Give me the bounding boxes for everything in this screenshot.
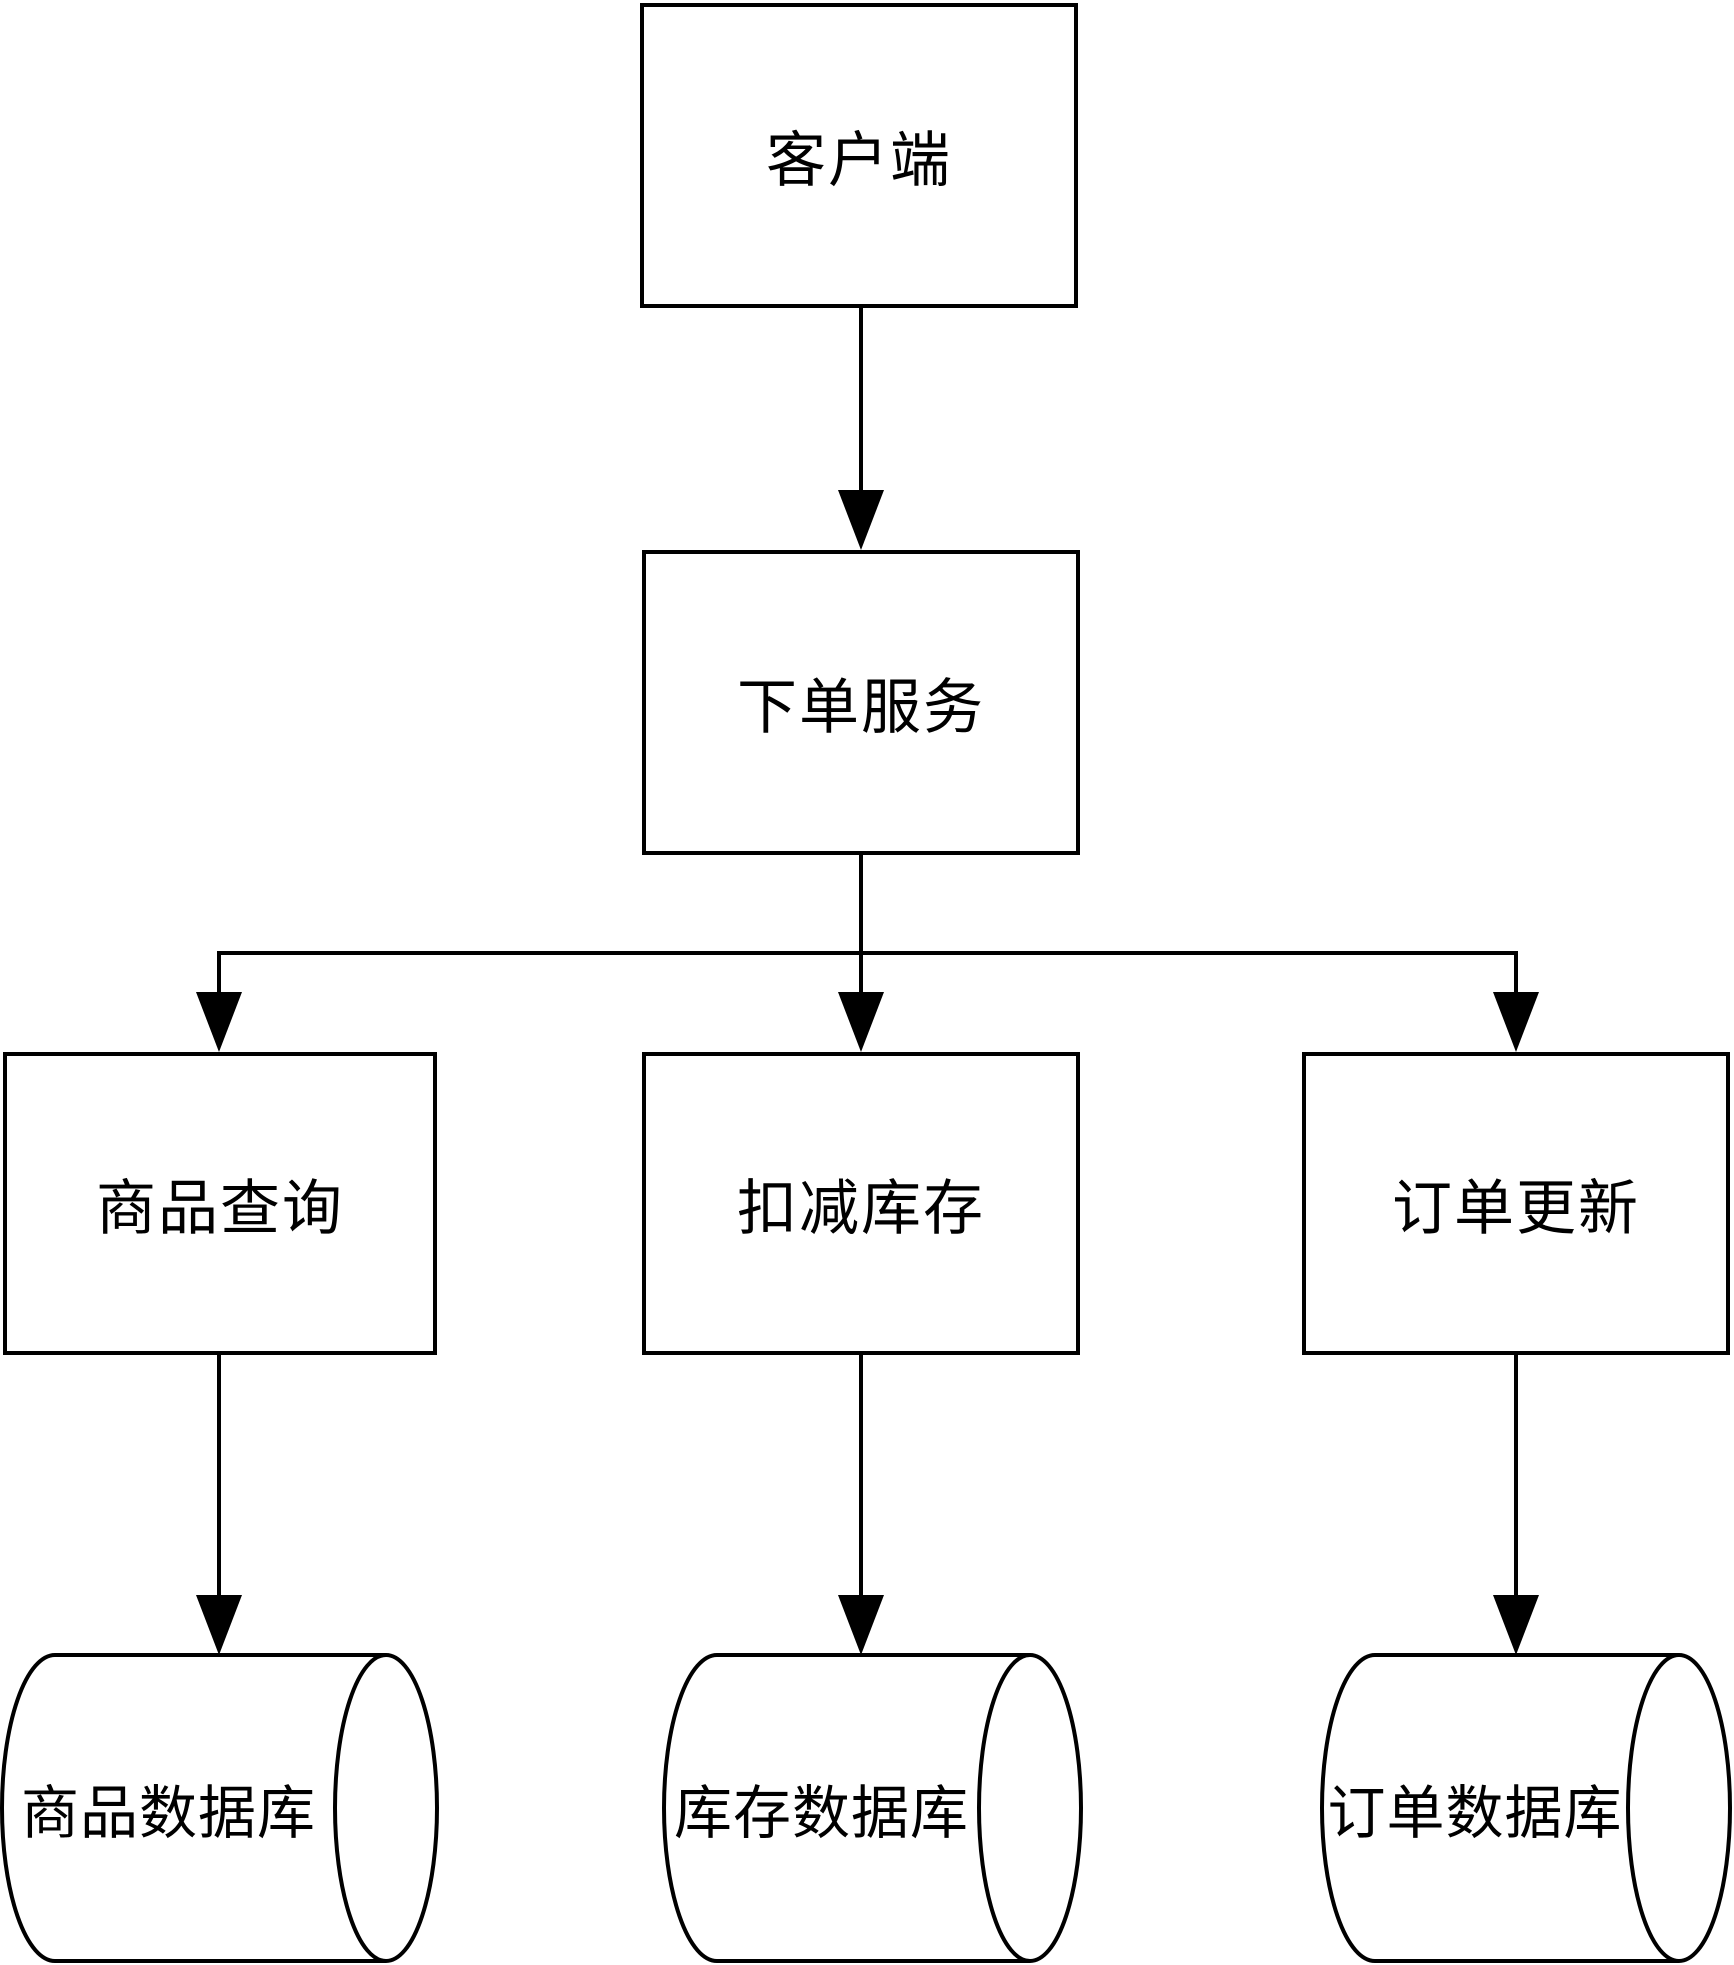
client-node: 客户端 [640, 3, 1078, 308]
arrow-client-to-order-service [838, 308, 884, 550]
product-db-cylinder [0, 1653, 439, 1963]
product-query-node-label: 商品查询 [96, 1174, 344, 1244]
deduct-inventory-node: 扣减库存 [642, 1052, 1080, 1355]
order-db-label-container: 订单数据库 [1322, 1655, 1628, 1961]
order-update-node: 订单更新 [1302, 1052, 1730, 1355]
arrow-product-query-to-product-db [196, 1355, 242, 1655]
arrow-order-service-to-deduct-inventory [838, 951, 884, 1052]
deduct-inventory-node-label: 扣减库存 [737, 1174, 985, 1244]
arrow-order-service-to-order-update [1493, 951, 1539, 1052]
order-service-node-label: 下单服务 [737, 673, 985, 743]
connector-order-service-trunk [219, 855, 1516, 955]
inventory-db-label: 库存数据库 [673, 1779, 969, 1847]
product-db-label-container: 商品数据库 [2, 1655, 335, 1961]
client-node-label: 客户端 [766, 126, 952, 196]
product-db-label: 商品数据库 [20, 1779, 316, 1847]
order-db-label: 订单数据库 [1327, 1779, 1623, 1847]
product-query-node: 商品查询 [3, 1052, 437, 1355]
order-update-node-label: 订单更新 [1392, 1174, 1640, 1244]
inventory-db-label-container: 库存数据库 [664, 1655, 979, 1961]
inventory-db-cylinder [662, 1653, 1083, 1963]
order-db-cylinder [1320, 1653, 1732, 1963]
arrow-deduct-inventory-to-inventory-db [838, 1355, 884, 1655]
order-service-node: 下单服务 [642, 550, 1080, 855]
arrow-order-service-to-product-query [196, 951, 242, 1052]
arrow-order-update-to-order-db [1493, 1355, 1539, 1655]
